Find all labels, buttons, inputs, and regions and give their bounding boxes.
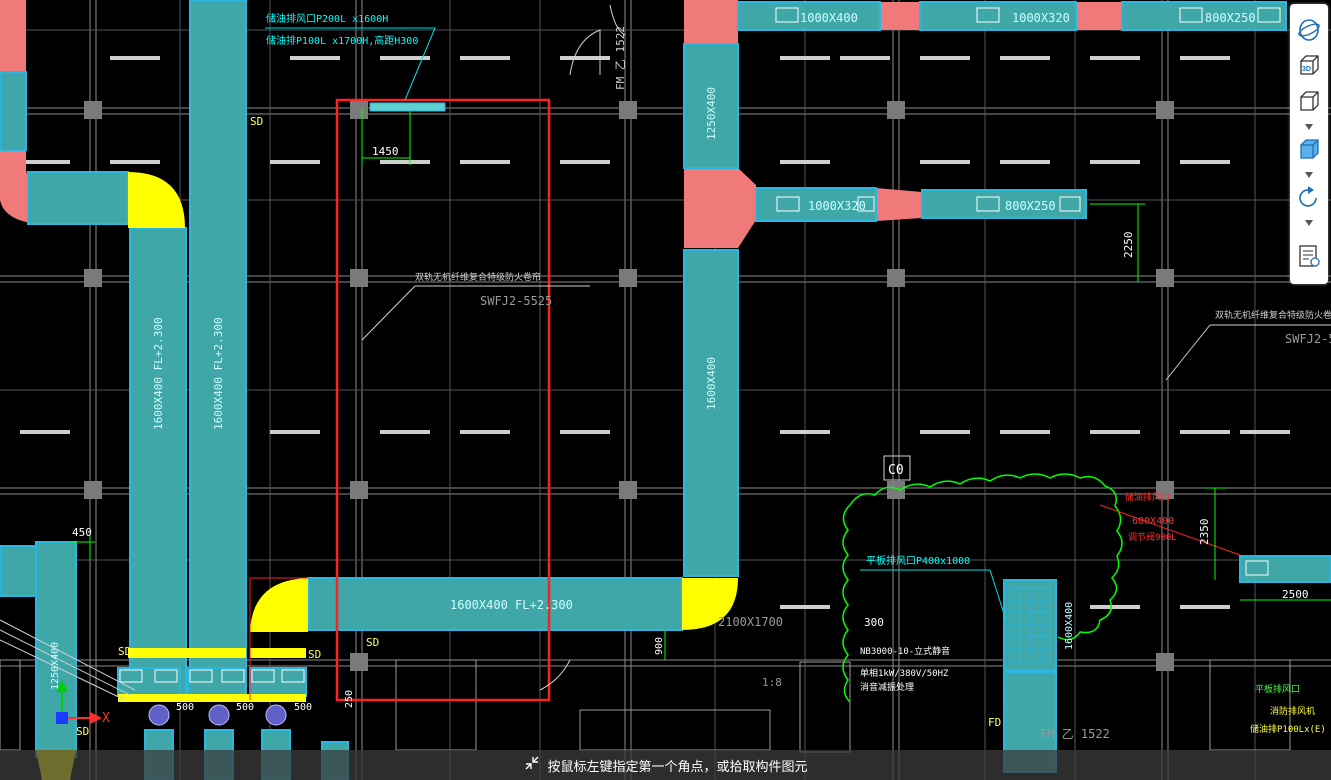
svg-text:3D: 3D [1302,66,1311,73]
dim-2350: 2350 [1198,519,1211,546]
fire-shutter-2-code: SWFJ2-5 [1285,332,1331,346]
duct-damper-symbols [119,7,1281,683]
cyan-leaders [265,27,1007,621]
command-prompt-bar: 按鼠标左键指定第一个角点，或拾取构件图元 [0,750,1331,780]
vertical-right-lower-label: 1600X400 [705,357,718,410]
orbit-icon[interactable] [1295,16,1323,44]
c0-box [883,455,911,481]
dimension-lines [70,108,1331,660]
sd-label-2: SD [366,636,379,649]
fan-units [148,704,287,726]
collapse-corner-icon[interactable] [523,754,541,776]
red-leaders [249,504,1241,700]
right-green-1: 平板排风口 [1255,683,1300,695]
chevron-down-icon[interactable] [1305,220,1313,226]
fd-label: FD [988,716,1001,729]
right-green-2: 消防排风机 [1270,705,1315,717]
dim-900: 900 [654,637,665,655]
drawing-text: 1000X400 1000X320 800X250 1000X320 800X2… [50,11,1331,741]
door-swings [539,4,626,691]
ratio-label: 1:8 [762,676,782,689]
axis-x-label: X [102,711,110,726]
sd-label-5: SD [76,725,89,738]
top-duct-1-label: 1000X400 [800,11,858,25]
right-green-3: 储油排P100Lx(E) [1250,723,1326,735]
lower-right-vertical-label: 1600X400 [1064,602,1075,650]
mid-duct-2-label: 800X250 [1005,199,1056,213]
view-toolbar: 3D [1290,4,1328,284]
top-duct-2-label: 1000X320 [1012,11,1070,25]
dim-250: 250 [344,690,355,708]
solid-cube-icon[interactable] [1295,136,1323,164]
sd-label-1: SD [250,115,263,128]
dim-1450: 1450 [372,145,399,158]
left-vertical-2-label: 1600X400 FL+2.300 [212,317,225,430]
exhaust-grille [1009,587,1051,663]
equipment-3: 消音减振处理 [860,681,914,693]
white-leaders [0,285,1331,701]
sd-label-3: SD [308,648,321,661]
revision-cloud [842,473,1123,703]
ucs-axis-icon [56,680,102,724]
vertical-right-upper-label: 1250X400 [705,87,718,140]
dim-500a: 500 [176,702,194,713]
dim-2500: 2500 [1282,588,1309,601]
opening-size: 2100X1700 [718,615,783,629]
3d-view-icon[interactable]: 3D [1295,52,1323,80]
mid-duct-1-label: 1000X320 [808,199,866,213]
selection-rectangle[interactable] [335,98,551,702]
equipment-1: NB3000-10-立式静音 [860,645,950,657]
sd-label-4: SD [118,645,131,658]
left-vertical-1-label: 1600X400 FL+2.300 [152,317,165,430]
green-note-1: 平板排风口P400x1000 [866,554,970,567]
fire-shutter-1: 双轨无机纤维复合特级防火卷帘 [415,271,541,283]
door-code: FM 乙 1522 [614,26,627,90]
top-note-1: 储油排风口P200L x1600H [266,12,388,25]
dim-2250: 2250 [1122,232,1135,259]
dim-500c: 500 [294,702,312,713]
wireframe-cube-icon[interactable] [1295,88,1323,116]
chevron-down-icon[interactable] [1305,124,1313,130]
red-note-2: 600X400 [1132,516,1174,527]
door-code-2: FM 乙 1522 [1040,727,1110,741]
red-note-1: 储油排风口 [1125,491,1170,503]
small-left-vertical-label: 1250X400 [50,642,61,690]
bottom-horizontal-label: 1600X400 FL+2.300 [450,598,573,612]
dim-450: 450 [72,526,92,539]
dim-300: 300 [864,616,884,629]
ceiling-fixtures [20,56,1290,609]
top-note-2: 储油排P100L x1700H,高距H300 [266,34,418,47]
fire-shutter-1-code: SWFJ2-5525 [480,294,552,308]
top-duct-3-label: 800X250 [1205,11,1256,25]
status-message: 按鼠标左键指定第一个角点，或拾取构件图元 [547,759,808,775]
equipment-2: 单相1kW/380V/50HZ [860,667,949,679]
chevron-down-icon[interactable] [1305,172,1313,178]
structural-columns [84,101,1174,671]
rotate-icon[interactable] [1295,184,1323,212]
red-note-3: 调节阀900L [1128,532,1177,543]
dim-500b: 500 [236,702,254,713]
c0-label: C0 [888,463,904,478]
properties-list-icon[interactable] [1295,242,1323,270]
fire-shutter-2: 双轨无机纤维复合特级防火卷帘 [1215,309,1331,321]
